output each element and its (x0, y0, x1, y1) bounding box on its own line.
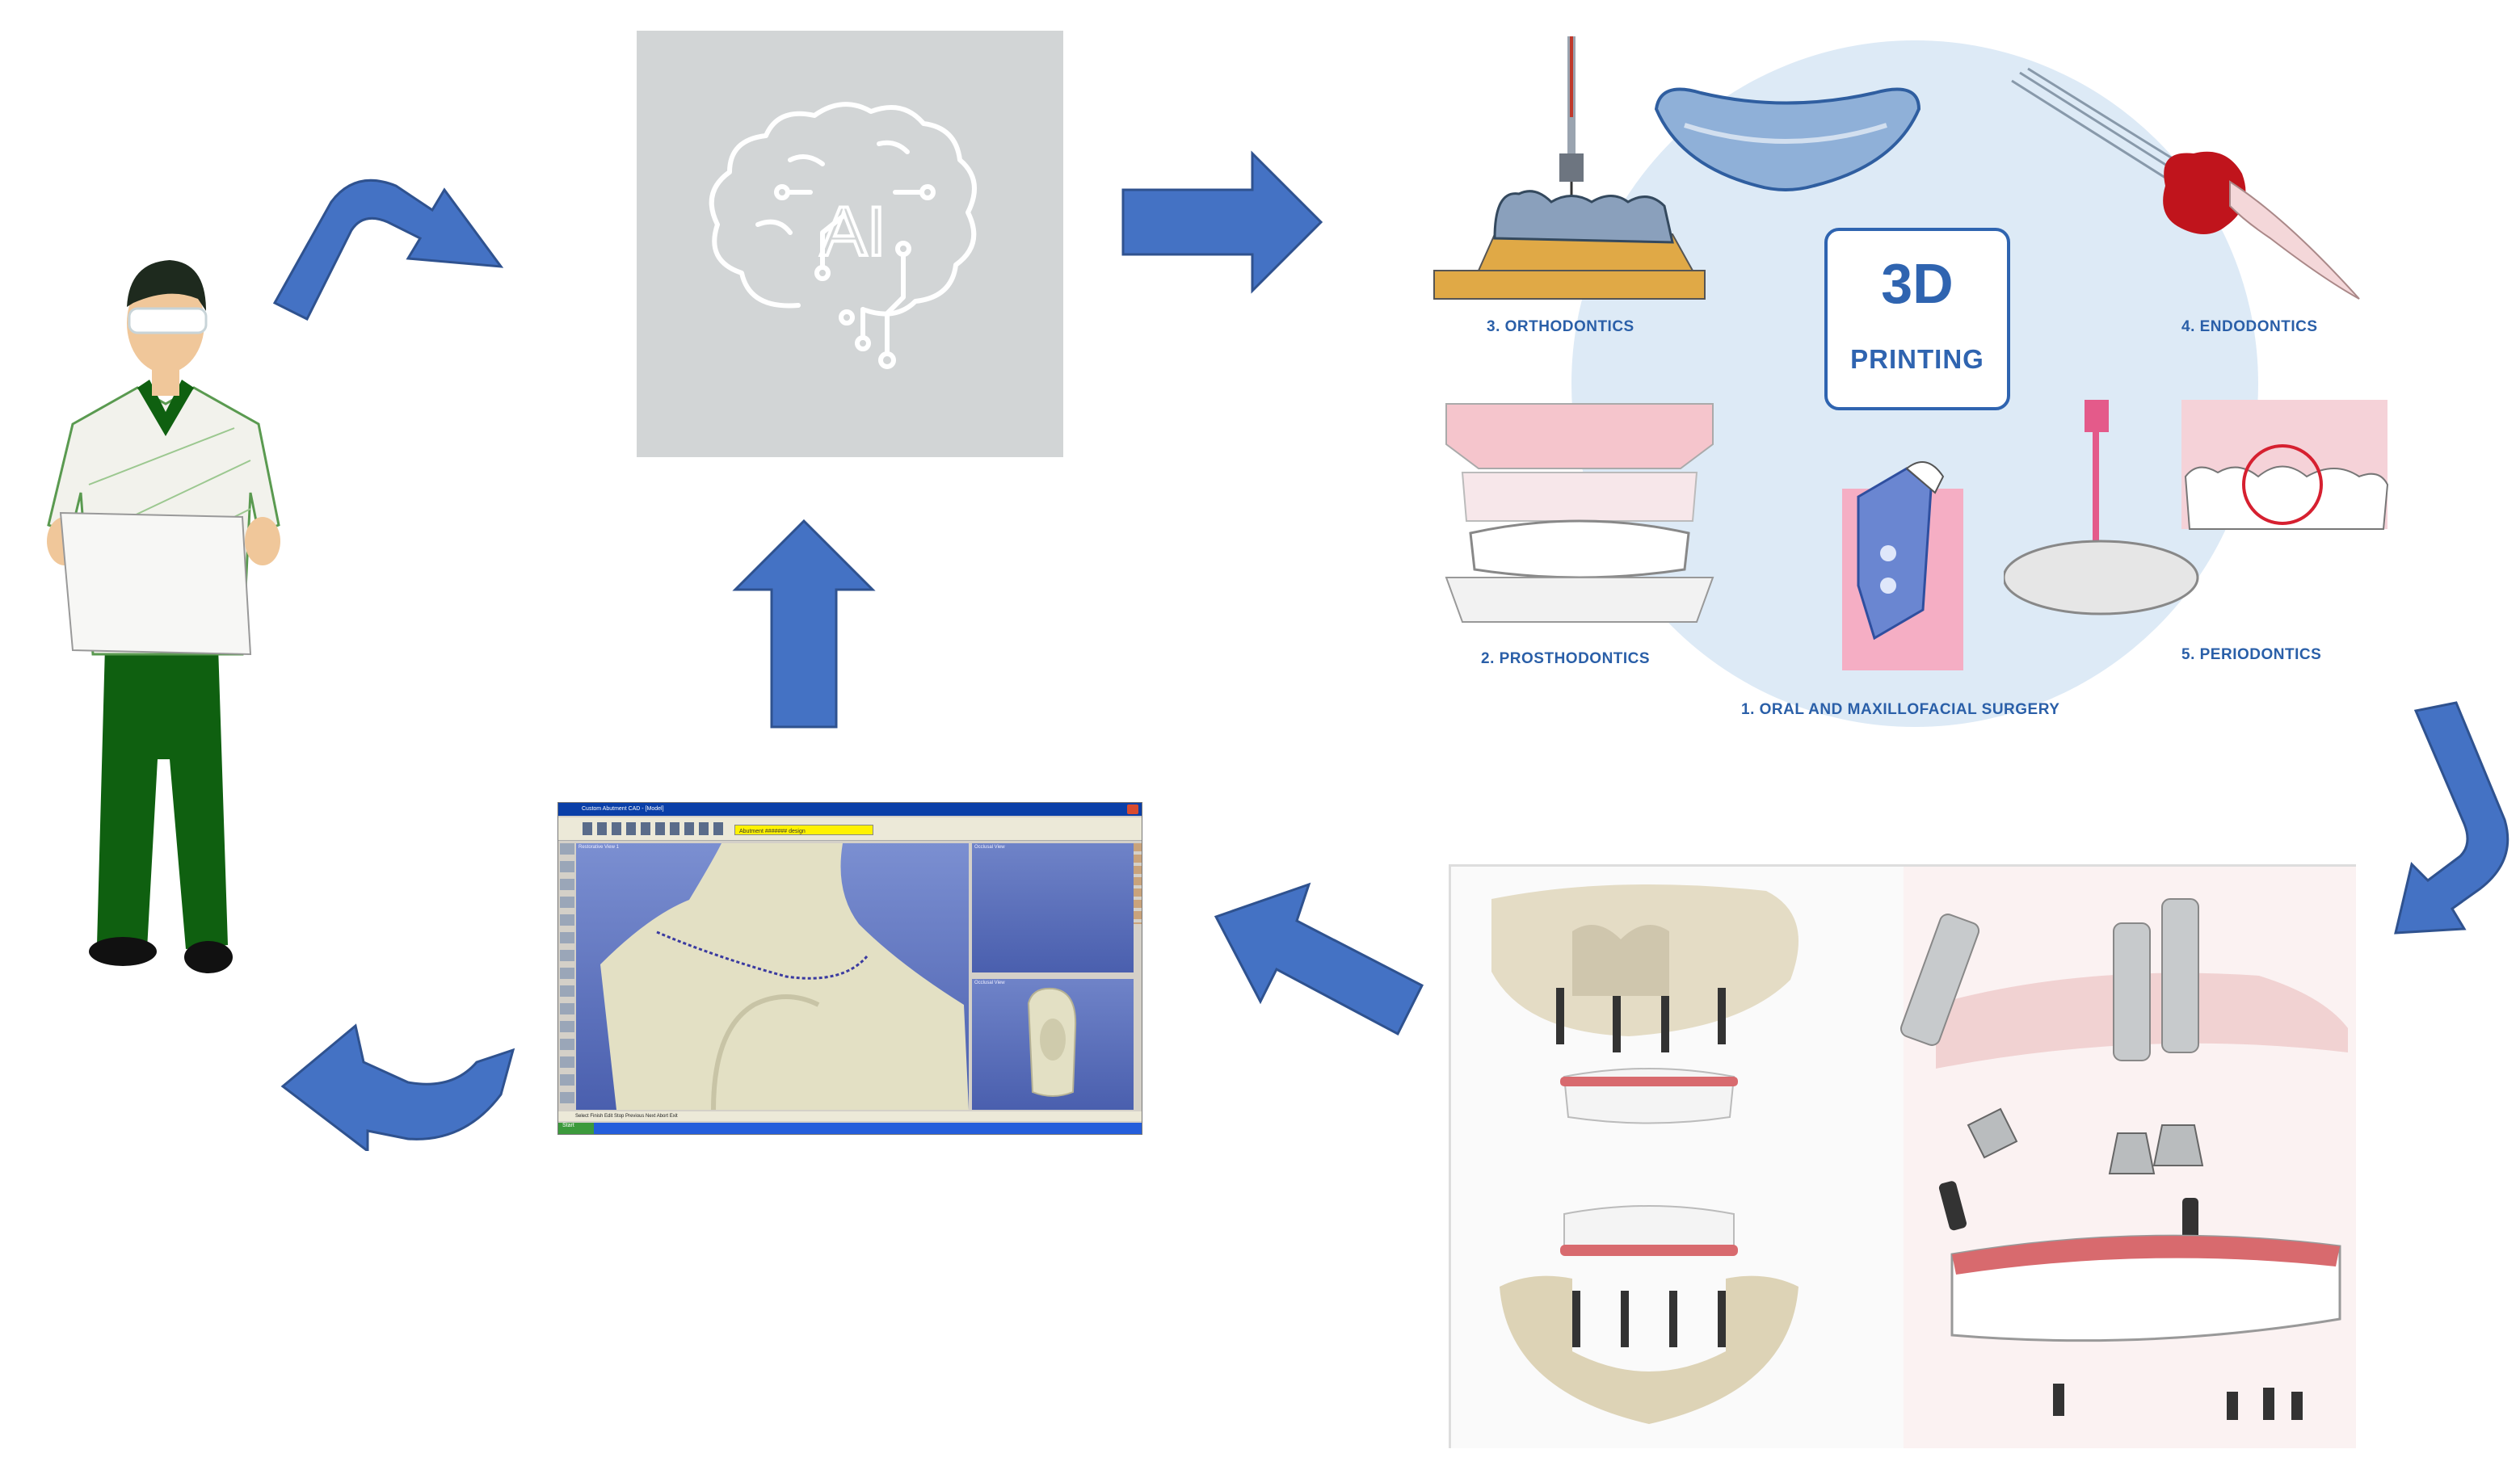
cad-top-right-pane[interactable] (972, 843, 1134, 972)
cad-right-toolstrip[interactable] (1134, 843, 1142, 924)
cad-start-button[interactable] (558, 1123, 594, 1134)
implant-prosthesis-panel (1449, 864, 2356, 1448)
curved-arrow-to-implants (2383, 699, 2520, 949)
cad-close-button[interactable] (1127, 804, 1138, 814)
cad-tool-icons[interactable] (583, 822, 728, 835)
cad-top-pane-label: Occlusal View (974, 845, 1005, 850)
label-prosthodontics: 2. PROSTHODONTICS (1481, 650, 1651, 667)
cad-software-window (557, 802, 1142, 1135)
ai-panel: AI (637, 31, 1063, 457)
cad-status-text: Select Finish Edit Stop Previous Next Ab… (575, 1114, 678, 1119)
brain-circuit-icon (709, 102, 977, 369)
diagonal-arrow-to-cad (1212, 880, 1430, 1042)
cad-window-title: Custom Abutment CAD - [Model] (582, 806, 664, 812)
aligner-illustration (1652, 77, 1923, 198)
cad-search-field[interactable] (734, 825, 873, 835)
prosthodontics-illustration (1438, 400, 1721, 630)
curved-arrow-to-clinician (279, 1002, 521, 1151)
cad-title-bar (558, 803, 1142, 816)
cad-field-text: Abutment ####### design (739, 829, 806, 834)
label-oral-maxillofacial-surgery: 1. ORAL AND MAXILLOFACIAL SURGERY (1741, 701, 2060, 718)
surgical-guide-illustration (1838, 456, 1967, 674)
orthodontics-illustration (1430, 32, 1709, 307)
label-endodontics: 4. ENDODONTICS (2181, 318, 2318, 335)
curved-arrow-to-ai (267, 162, 509, 331)
label-orthodontics: 3. ORTHODONTICS (1487, 318, 1634, 335)
badge-3d-text: 3D (1881, 252, 1954, 315)
badge-printing-text: PRINTING (1850, 344, 1984, 374)
endodontics-illustration (2004, 65, 2375, 315)
periodontics-illustration (2004, 396, 2392, 630)
clinician-figure (16, 242, 315, 1002)
cad-main-pane-label: Restorative View 1 (578, 845, 619, 850)
cad-status-bar (558, 1111, 1142, 1121)
label-periodontics: 5. PERIODONTICS (2181, 646, 2322, 663)
cad-bottom-pane-label: Occlusal View (974, 981, 1005, 985)
cad-main-viewport[interactable] (576, 843, 969, 1110)
cad-start-label: Start (562, 1123, 574, 1128)
right-arrow-to-printing (1119, 149, 1329, 295)
cad-bottom-right-pane[interactable] (972, 979, 1134, 1110)
3d-printing-badge: 3D PRINTING (1824, 228, 2010, 410)
cad-left-toolstrip[interactable] (560, 843, 574, 1110)
up-arrow-to-ai (731, 517, 877, 731)
ai-text: AI (818, 191, 887, 272)
cad-taskbar (558, 1123, 1142, 1134)
